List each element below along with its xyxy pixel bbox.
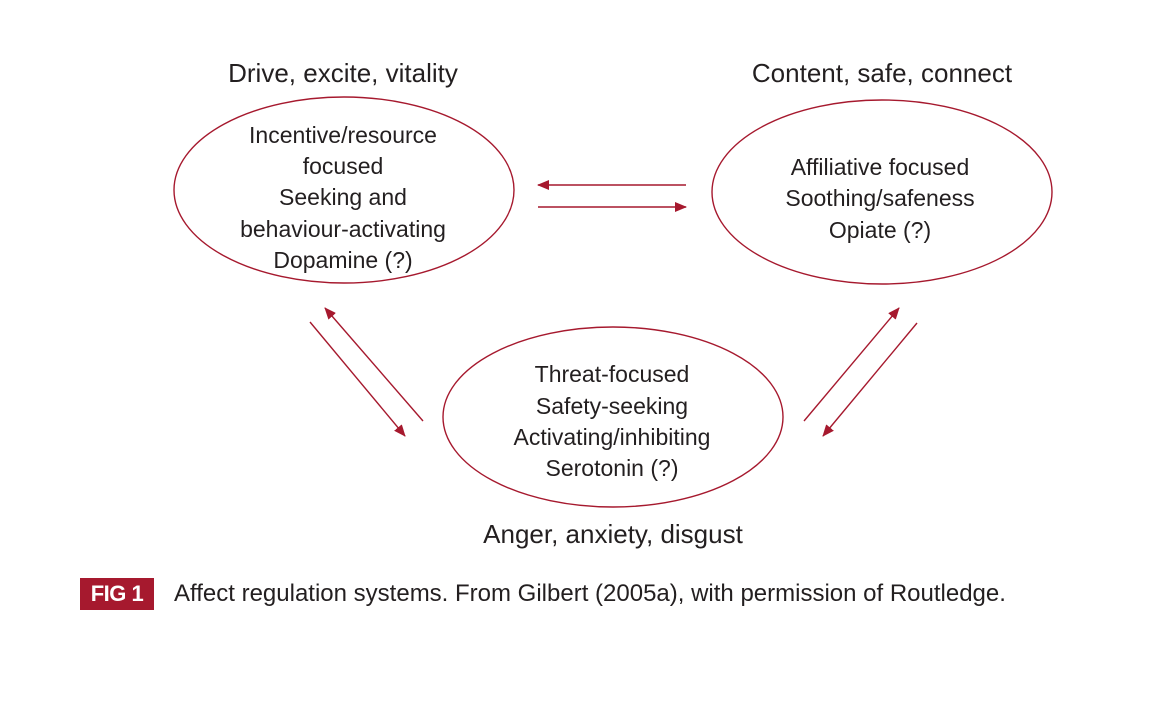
threat-system-node: Threat-focused Safety-seeking Activating… — [442, 326, 784, 549]
threat-system-line-1: Threat-focused — [535, 361, 690, 387]
threat-system-ellipse — [442, 326, 784, 508]
content-system-heading: Content, safe, connect — [752, 58, 1013, 88]
drive-system-line-5: Dopamine (?) — [273, 247, 412, 273]
drive-system-heading: Drive, excite, vitality — [228, 58, 458, 88]
figure-label-badge: FIG 1 — [80, 578, 154, 610]
arrow-threat-to-content — [803, 307, 900, 422]
drive-system-node: Drive, excite, vitality Incentive/resour… — [173, 58, 515, 284]
drive-system-ellipse — [173, 96, 515, 284]
threat-system-line-4: Serotonin (?) — [546, 455, 679, 481]
arrow-content-to-threat — [822, 322, 918, 437]
drive-system-line-3: Seeking and — [279, 184, 407, 210]
drive-system-line-1: Incentive/resource — [249, 122, 437, 148]
content-system-ellipse — [711, 99, 1053, 285]
content-system-line-1: Affiliative focused — [791, 154, 970, 180]
content-system-line-2: Soothing/safeness — [785, 185, 974, 211]
arrow-drive-to-threat — [309, 321, 406, 437]
drive-system-line-4: behaviour-activating — [240, 216, 446, 242]
threat-system-line-3: Activating/inhibiting — [514, 424, 711, 450]
arrow-threat-to-drive — [324, 307, 424, 422]
content-system-line-3: Opiate (?) — [829, 217, 931, 243]
content-system-node: Content, safe, connect Affiliative focus… — [711, 58, 1053, 285]
figure-caption-text: Affect regulation systems. From Gilbert … — [174, 580, 1006, 607]
threat-system-line-2: Safety-seeking — [536, 393, 688, 419]
threat-system-heading: Anger, anxiety, disgust — [483, 519, 743, 549]
drive-system-line-2: focused — [303, 153, 384, 179]
figure-caption: FIG 1 Affect regulation systems. From Gi… — [80, 578, 1006, 610]
